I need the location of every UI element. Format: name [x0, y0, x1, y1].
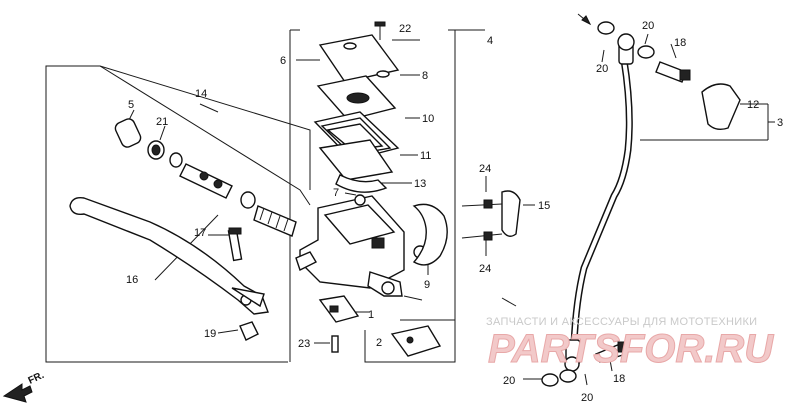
- callout-13: 13: [414, 178, 426, 190]
- callout-4: 4: [487, 35, 493, 47]
- callout-18-bottom: 18: [613, 373, 625, 385]
- piston-kit: [114, 118, 297, 237]
- callout-15: 15: [538, 200, 550, 212]
- callout-24-bottom: 24: [479, 263, 491, 275]
- callout-12: 12: [747, 99, 759, 111]
- callout-17: 17: [194, 227, 206, 239]
- callout-16: 16: [126, 274, 138, 286]
- brake-lever: [69, 196, 269, 315]
- callout-20-top-right: 20: [642, 20, 654, 32]
- watermark-logo: PARTSFOR.RU: [488, 327, 774, 371]
- callout-20-bottom: 20: [581, 392, 593, 404]
- callout-20-bottom-left: 20: [503, 375, 515, 387]
- reservoir-cap-assembly: [313, 21, 400, 193]
- callout-8: 8: [422, 70, 428, 82]
- callout-20-top-left: 20: [596, 63, 608, 75]
- callout-5: 5: [128, 99, 134, 111]
- callout-3: 3: [777, 117, 783, 129]
- callout-23: 23: [298, 338, 310, 350]
- front-direction-marker: FR.: [2, 370, 46, 403]
- callout-22: 22: [399, 23, 411, 35]
- callout-1: 1: [368, 309, 374, 321]
- small-hardware: [227, 227, 442, 357]
- front-marker-label: FR.: [27, 370, 46, 387]
- callout-6: 6: [280, 55, 286, 67]
- master-cylinder-body: [295, 194, 427, 301]
- callout-11: 11: [420, 150, 431, 162]
- callout-21: 21: [156, 116, 168, 128]
- callout-7: 7: [333, 187, 339, 199]
- callout-18-top: 18: [674, 37, 686, 49]
- callout-10: 10: [422, 113, 434, 125]
- callout-2: 2: [376, 337, 382, 349]
- callout-24-top: 24: [479, 163, 491, 175]
- watermark: ЗАПЧАСТИ И АКСЕССУАРЫ ДЛЯ МОТОТЕХНИКИ PA…: [486, 316, 775, 372]
- callouts: 1 2 3 4 5 6 7 8 9 10 11 12 13 14 15 16 1…: [126, 20, 783, 404]
- callout-19: 19: [204, 328, 216, 340]
- brake-hose: [501, 13, 741, 387]
- callout-14: 14: [195, 88, 207, 100]
- handlebar-clamp: [412, 190, 521, 266]
- watermark-caption: ЗАПЧАСТИ И АКСЕССУАРЫ ДЛЯ МОТОТЕХНИКИ: [486, 316, 757, 328]
- callout-9: 9: [424, 279, 430, 291]
